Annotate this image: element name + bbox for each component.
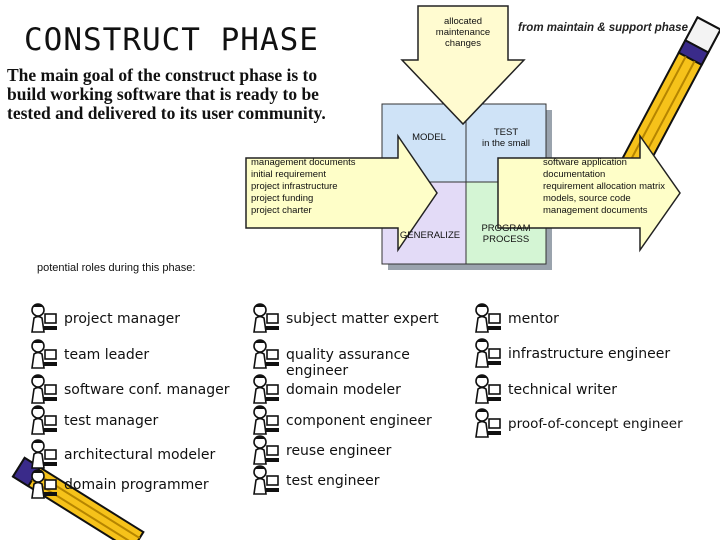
role-label: quality assurance engineer <box>286 347 410 379</box>
person-at-computer-icon <box>475 303 501 333</box>
role-item: technical writer <box>472 373 617 405</box>
role-item: reuse engineer <box>250 434 391 466</box>
person-at-computer-icon <box>31 339 57 369</box>
left-arrow-text: management documents initial requirement… <box>251 157 356 216</box>
process-diagram <box>245 5 681 270</box>
role-label: project manager <box>64 311 180 327</box>
source-phase-note: from maintain & support phase <box>518 22 688 34</box>
person-at-computer-icon <box>31 303 57 333</box>
person-at-computer-icon <box>253 405 279 435</box>
person-at-computer-icon <box>253 465 279 495</box>
person-at-computer-icon <box>31 469 57 499</box>
left-input-arrow <box>245 133 438 253</box>
person-at-computer-icon <box>475 408 501 438</box>
role-label: reuse engineer <box>286 443 392 459</box>
person-at-computer-icon <box>31 439 57 469</box>
role-item: component engineer <box>250 404 432 436</box>
role-label: architectural modeler <box>64 447 216 463</box>
role-item: quality assurance engineer <box>250 338 436 379</box>
maintenance-input-label: allocated maintenance changes <box>435 16 491 49</box>
test-small-label: TEST in the small <box>481 127 531 149</box>
program-process-label: PROGRAM PROCESS <box>481 223 531 245</box>
person-at-computer-icon <box>31 374 57 404</box>
role-label: domain programmer <box>64 477 209 493</box>
page-title: CONSTRUCT PHASE <box>24 22 319 58</box>
role-item: domain modeler <box>250 373 401 405</box>
model-label: MODEL <box>412 132 446 143</box>
role-item: test engineer <box>250 464 379 496</box>
role-label: software conf. manager <box>64 382 230 398</box>
role-item: test manager <box>28 404 158 436</box>
roles-heading: potential roles during this phase: <box>37 262 196 274</box>
role-item: architectural modeler <box>28 438 215 470</box>
role-label: subject matter expert <box>286 311 439 327</box>
role-label: proof-of-concept engineer <box>508 416 683 432</box>
role-item: team leader <box>28 338 149 370</box>
person-at-computer-icon <box>475 374 501 404</box>
role-label: component engineer <box>286 413 432 429</box>
role-item: project manager <box>28 302 180 334</box>
role-item: infrastructure engineer <box>472 337 670 369</box>
person-at-computer-icon <box>253 435 279 465</box>
person-at-computer-icon <box>475 338 501 368</box>
role-item: mentor <box>472 302 559 334</box>
role-label: team leader <box>64 347 150 363</box>
role-label: technical writer <box>508 382 618 398</box>
role-item: proof-of-concept engineer <box>472 407 683 439</box>
person-at-computer-icon <box>253 339 279 369</box>
role-label: test engineer <box>286 473 380 489</box>
role-label: test manager <box>64 413 159 429</box>
person-at-computer-icon <box>31 405 57 435</box>
maintenance-input-arrow <box>400 5 526 126</box>
role-item: domain programmer <box>28 468 209 500</box>
role-label: domain modeler <box>286 382 401 398</box>
person-at-computer-icon <box>253 374 279 404</box>
person-at-computer-icon <box>253 303 279 333</box>
right-arrow-text: software application documentation requi… <box>543 157 665 216</box>
role-label: infrastructure engineer <box>508 346 671 362</box>
role-item: software conf. manager <box>28 373 229 405</box>
generalize-label: GENERALIZE <box>399 230 461 241</box>
role-label: mentor <box>508 311 559 327</box>
right-output-arrow <box>497 133 681 253</box>
role-item: subject matter expert <box>250 302 439 334</box>
goal-text: The main goal of the construct phase is … <box>7 65 326 123</box>
